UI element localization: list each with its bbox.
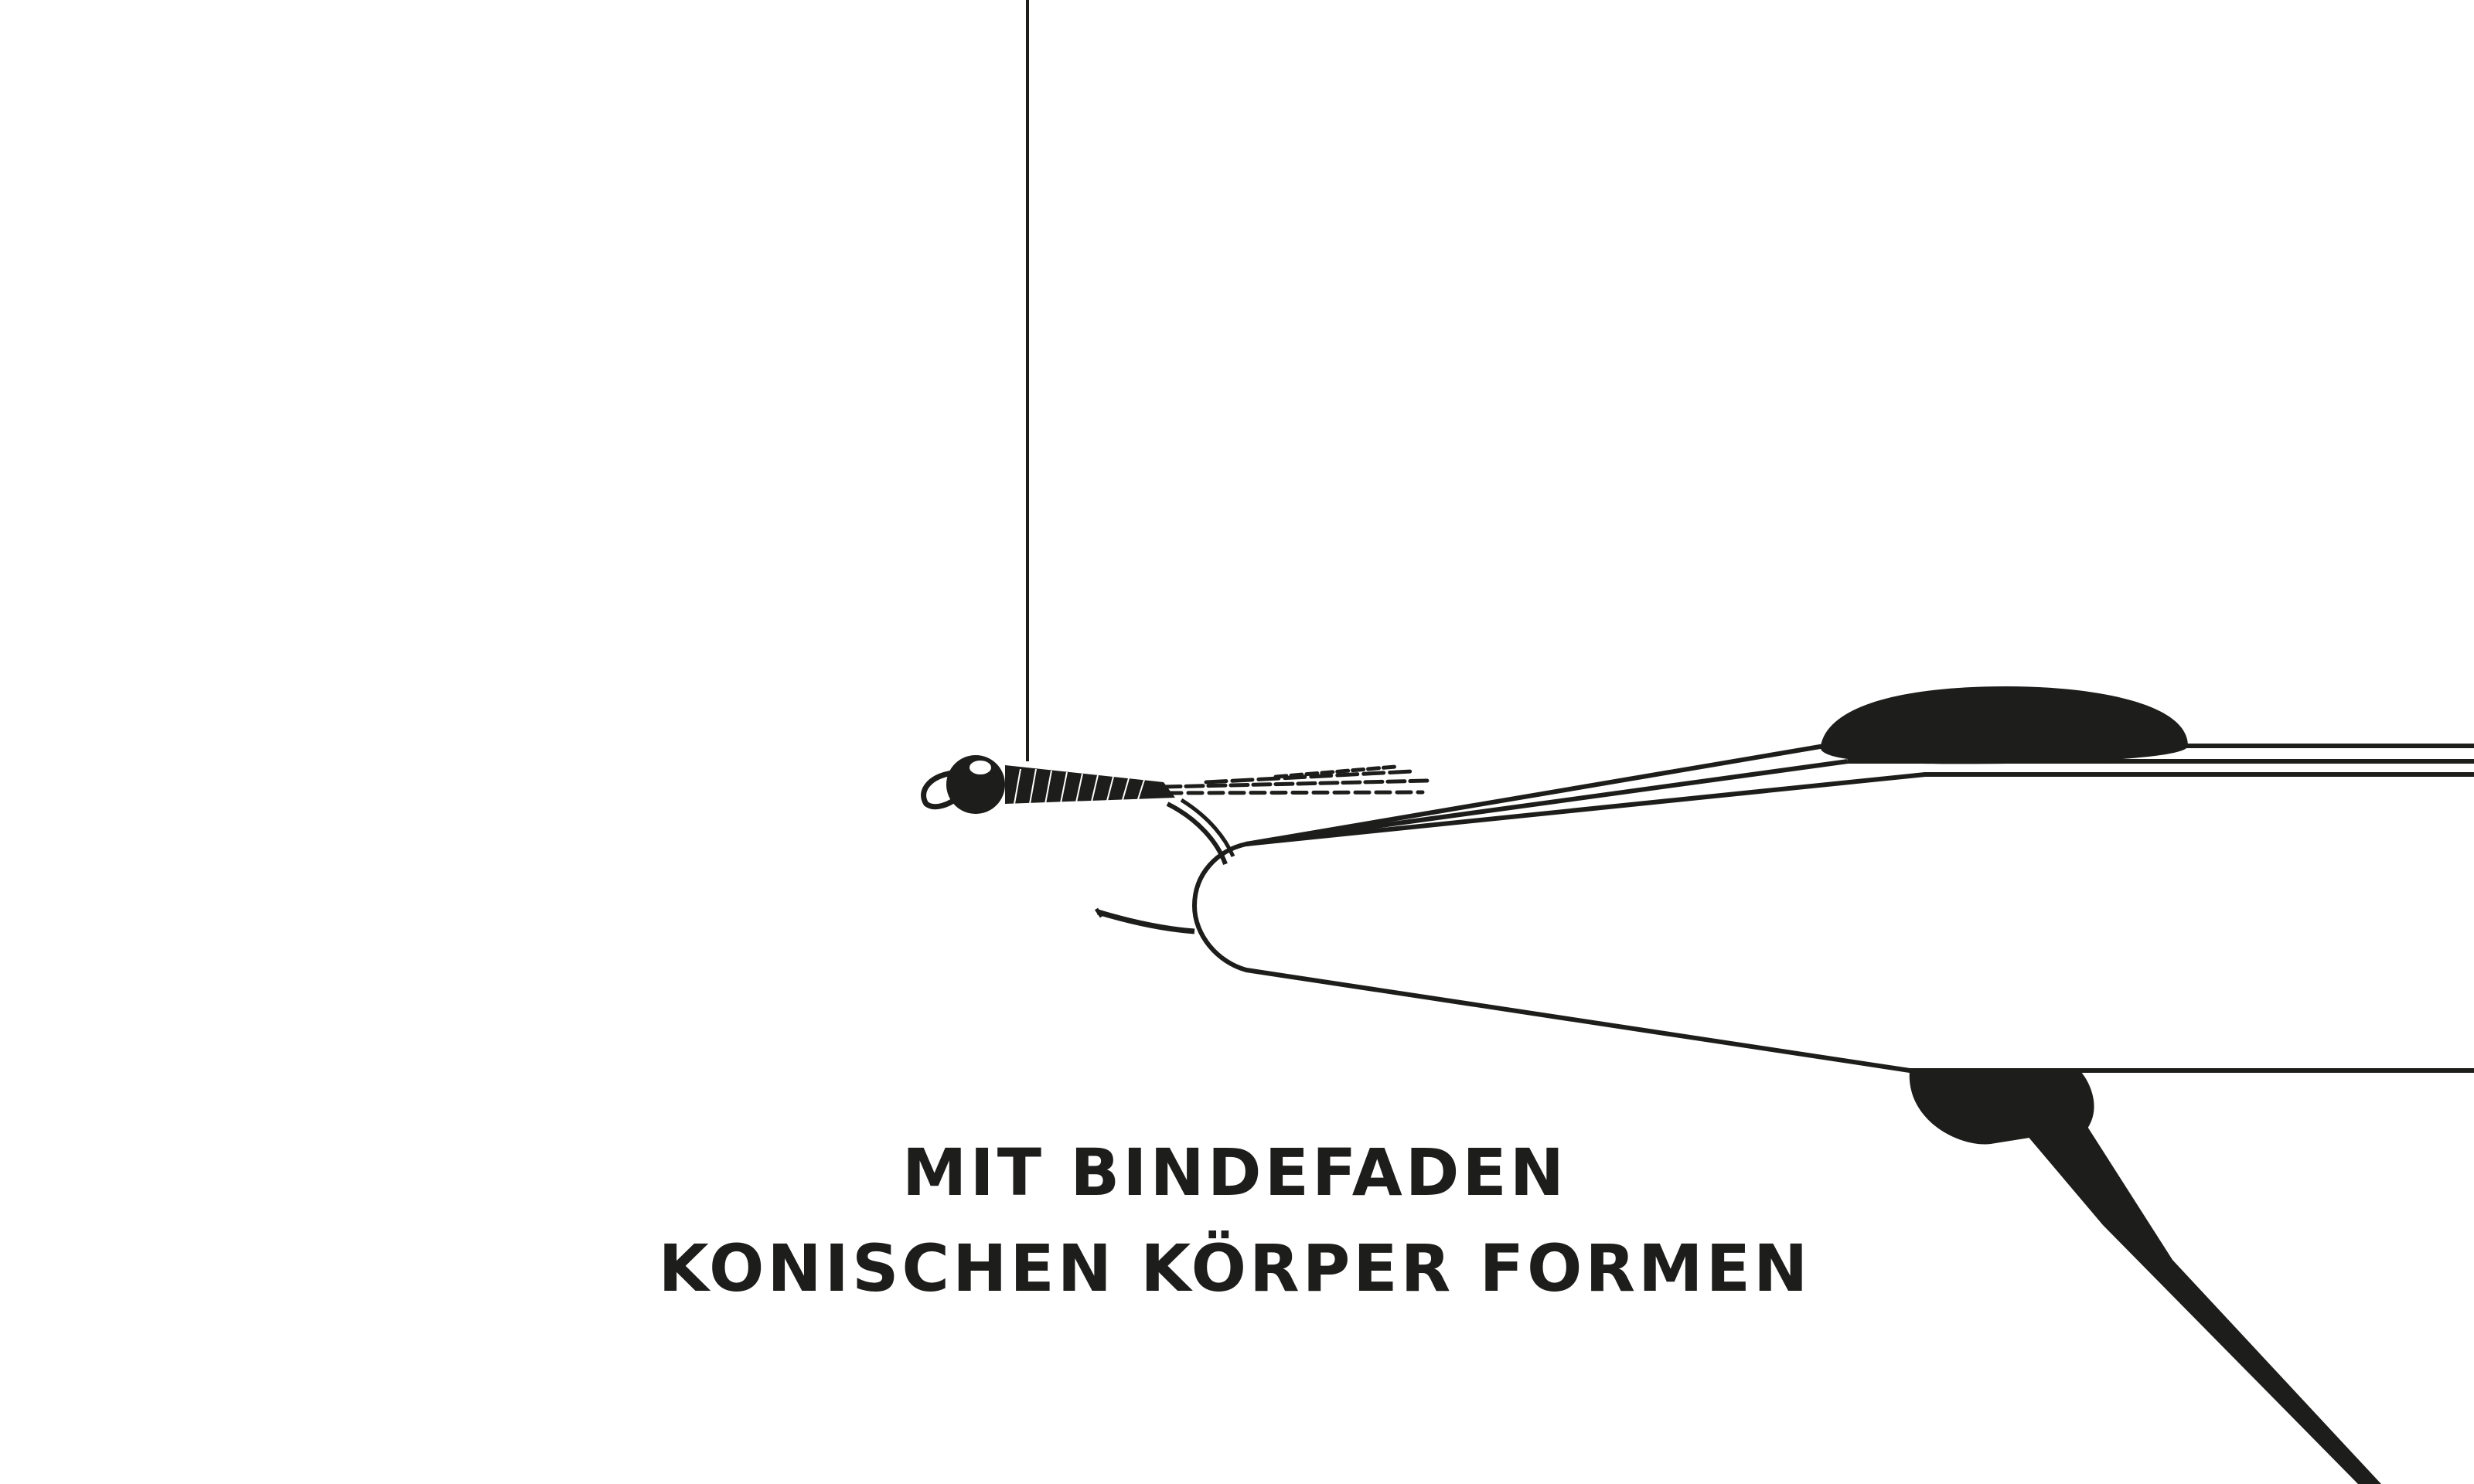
tungsten-bead-nymph-icon bbox=[921, 755, 1431, 934]
instruction-caption-line-1: MIT BINDEFADEN bbox=[901, 1135, 1568, 1210]
vise-stand bbox=[1909, 1070, 2381, 1484]
fly-tying-vise-icon bbox=[1192, 686, 2474, 1073]
instruction-caption-line-2: KONISCHEN KÖRPER FORMEN bbox=[658, 1230, 1811, 1306]
